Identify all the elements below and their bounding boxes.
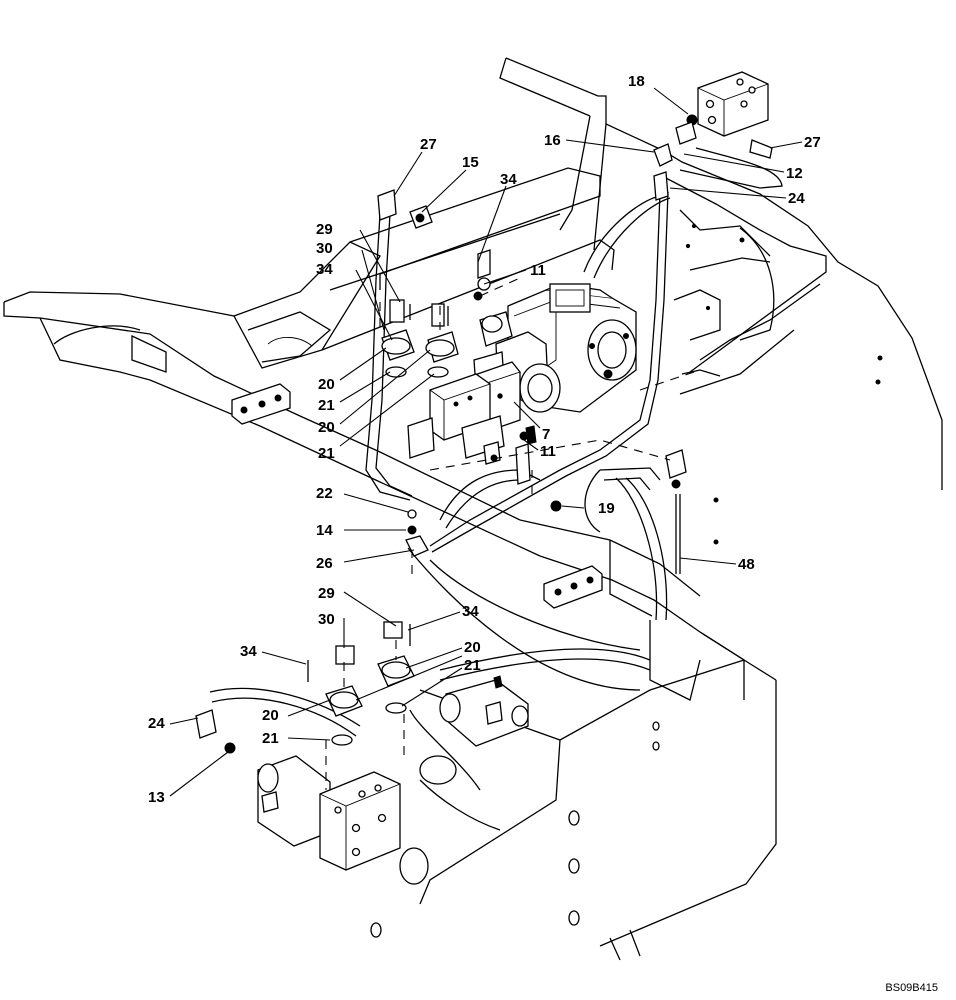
callout-11: 11 [540,443,556,460]
callout-34: 34 [462,603,479,620]
callout-labels: 18 16 27 12 24 27 15 34 29 30 34 11 20 2… [148,73,821,806]
callout-13: 13 [148,789,165,806]
callout-30: 30 [318,611,335,628]
callout-29: 29 [316,221,333,238]
callout-27: 27 [804,134,821,151]
assembly-alignment-lines [325,277,701,790]
callout-20: 20 [318,419,335,436]
callout-20: 20 [464,639,481,656]
callout-29: 29 [318,585,335,602]
callout-30: 30 [316,240,333,257]
drawing-reference-code: BS09B415 [885,982,938,994]
valve-block-fittings [377,71,773,229]
callout-27: 27 [420,136,437,153]
callout-7: 7 [542,426,550,443]
callout-20: 20 [262,707,279,724]
callout-19: 19 [598,500,615,517]
callout-15: 15 [462,154,479,171]
callout-48: 48 [738,556,755,573]
callout-16: 16 [544,132,561,149]
lower-assembly [195,291,687,871]
callout-34: 34 [500,171,517,188]
callout-18: 18 [628,73,645,90]
callout-11: 11 [530,262,546,279]
callout-21: 21 [318,445,335,462]
upper-flange-sets [381,299,459,378]
callout-24: 24 [788,190,805,207]
callout-20: 20 [318,376,335,393]
callout-34: 34 [316,261,333,278]
callout-22: 22 [316,485,333,502]
callout-24: 24 [148,715,165,732]
callout-26: 26 [316,555,333,572]
callout-21: 21 [262,730,279,747]
callout-34: 34 [240,643,257,660]
callout-14: 14 [316,522,333,539]
pump-assembly [407,249,637,465]
leader-lines [169,87,803,797]
callout-21: 21 [318,397,335,414]
callout-21: 21 [464,657,481,674]
callout-12: 12 [786,165,803,182]
machine-frame [3,57,943,961]
